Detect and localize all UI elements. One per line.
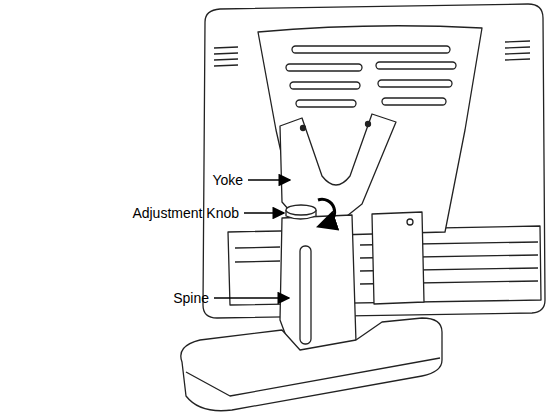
adjustment-knob [286,205,316,215]
monitor-housing [203,4,545,318]
cooling-slots [286,46,456,107]
spine [280,215,356,352]
part-label: Spine [173,290,209,306]
screw [366,122,371,127]
rear-hump [258,26,482,236]
part-label: Yoke [212,172,243,188]
yoke [280,114,396,218]
spine-slot [300,246,311,344]
base-edge [186,358,440,396]
leader-arrow [244,212,284,214]
hinge-block [372,212,424,304]
rotation-arrow [318,199,335,224]
hinge-pin [407,219,413,225]
base [181,318,442,411]
part-label: Adjustment Knob [132,205,239,221]
leader-arrow [214,297,289,299]
leader-arrow [248,179,290,181]
screw [301,126,306,131]
